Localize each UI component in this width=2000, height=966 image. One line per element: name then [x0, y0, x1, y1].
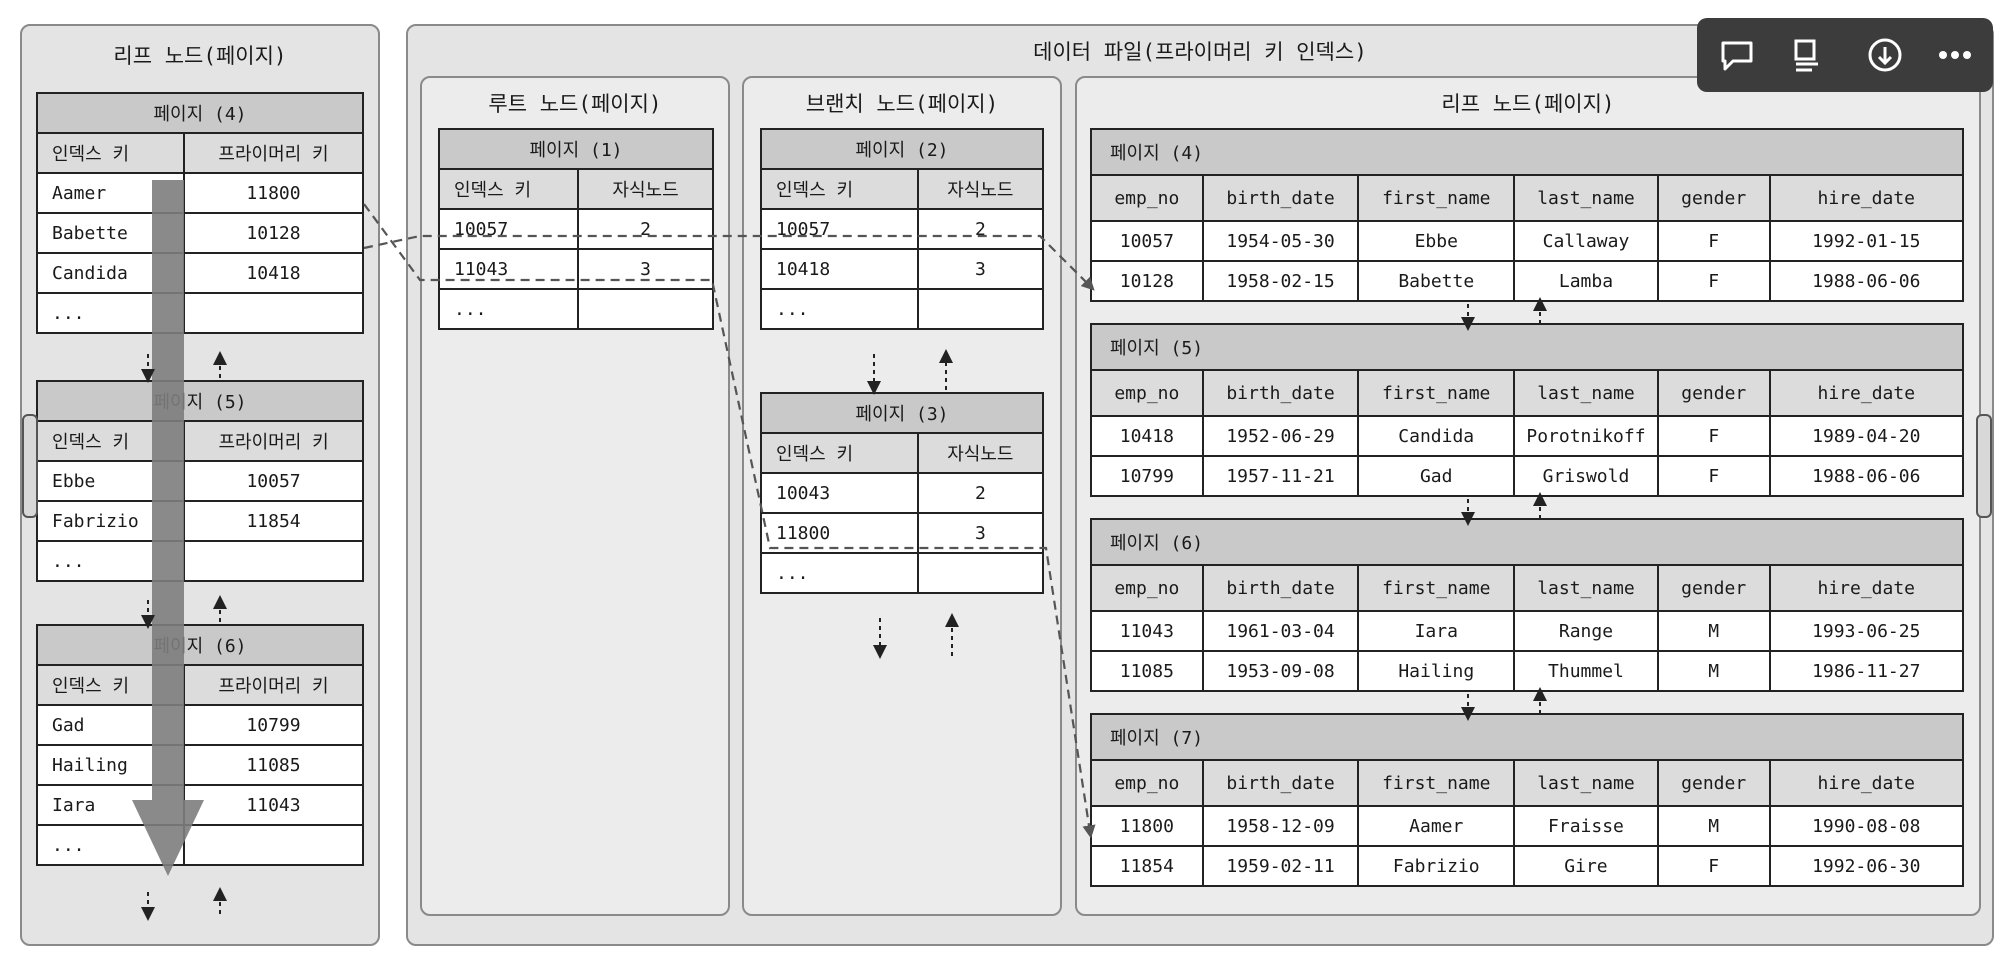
column-header: birth_date	[1201, 174, 1360, 222]
left-scroll-handle[interactable]	[22, 414, 38, 518]
column-header: hire_date	[1768, 174, 1965, 222]
download-icon[interactable]	[1859, 29, 1911, 81]
child-node-header: 자식노드	[577, 168, 714, 210]
column-header: last_name	[1513, 564, 1659, 612]
table-row: ...	[437, 288, 714, 330]
right-scroll-handle[interactable]	[1976, 414, 1992, 518]
column-header: gender	[1656, 759, 1771, 807]
lookup-path	[363, 203, 1096, 839]
root-node-title: 루트 노드(페이지)	[488, 92, 662, 116]
primary-key-header: 프라이머리 키	[183, 420, 364, 462]
column-header: gender	[1656, 564, 1771, 612]
table-row: ...	[760, 288, 1045, 330]
table-row: ...	[760, 552, 1045, 594]
comment-icon[interactable]	[1711, 29, 1763, 81]
lookup-path	[363, 234, 1095, 291]
primary-key-header: 프라이머리 키	[182, 132, 365, 174]
column-header: emp_no	[1090, 564, 1204, 612]
primary-key-header: 프라이머리 키	[182, 664, 365, 706]
caption-icon[interactable]	[1781, 29, 1833, 81]
column-header: last_name	[1513, 174, 1659, 222]
data-file-title: 데이터 파일(프라이머리 키 인덱스)	[1033, 40, 1367, 64]
column-header: birth_date	[1201, 369, 1360, 417]
scan-direction-arrow	[132, 180, 204, 876]
page-title: 페이지 (6)	[1090, 518, 1964, 566]
column-header: birth_date	[1201, 759, 1360, 807]
column-header: first_name	[1357, 369, 1516, 417]
column-header: emp_no	[1090, 174, 1204, 222]
column-header: hire_date	[1768, 369, 1965, 417]
page-title: 페이지 (4)	[36, 92, 364, 134]
page-title: 페이지 (3)	[760, 392, 1044, 434]
column-header: hire_date	[1768, 564, 1965, 612]
page-title: 페이지 (7)	[1090, 713, 1964, 761]
child-node-header: 자식노드	[916, 168, 1045, 210]
index-key-header: 인덱스 키	[760, 432, 919, 474]
column-header: gender	[1656, 369, 1771, 417]
page-title: 페이지 (1)	[438, 128, 714, 170]
page-title: 페이지 (2)	[760, 128, 1044, 170]
column-header: hire_date	[1768, 759, 1965, 807]
more-icon[interactable]	[1929, 29, 1981, 81]
column-header: last_name	[1513, 369, 1659, 417]
child-node-header: 자식노드	[916, 432, 1045, 474]
branch-node-title: 브랜치 노드(페이지)	[805, 92, 999, 116]
image-toolbar	[1697, 18, 1993, 92]
secondary-index-title: 리프 노드(페이지)	[113, 44, 287, 68]
column-header: gender	[1656, 174, 1771, 222]
index-key-header: 인덱스 키	[437, 168, 580, 210]
column-header: first_name	[1357, 174, 1516, 222]
page-title: 페이지 (5)	[36, 380, 364, 422]
index-key-header: 인덱스 키	[36, 132, 185, 174]
column-header: emp_no	[1090, 369, 1204, 417]
page-title: 페이지 (6)	[36, 624, 364, 666]
column-header: emp_no	[1090, 759, 1204, 807]
column-header: first_name	[1357, 564, 1516, 612]
page-title: 페이지 (4)	[1090, 128, 1964, 176]
leaf-node-title: 리프 노드(페이지)	[1441, 92, 1615, 116]
column-header: last_name	[1513, 759, 1659, 807]
page-title: 페이지 (5)	[1090, 323, 1964, 371]
column-header: birth_date	[1201, 564, 1360, 612]
column-header: first_name	[1357, 759, 1516, 807]
index-key-header: 인덱스 키	[760, 168, 919, 210]
